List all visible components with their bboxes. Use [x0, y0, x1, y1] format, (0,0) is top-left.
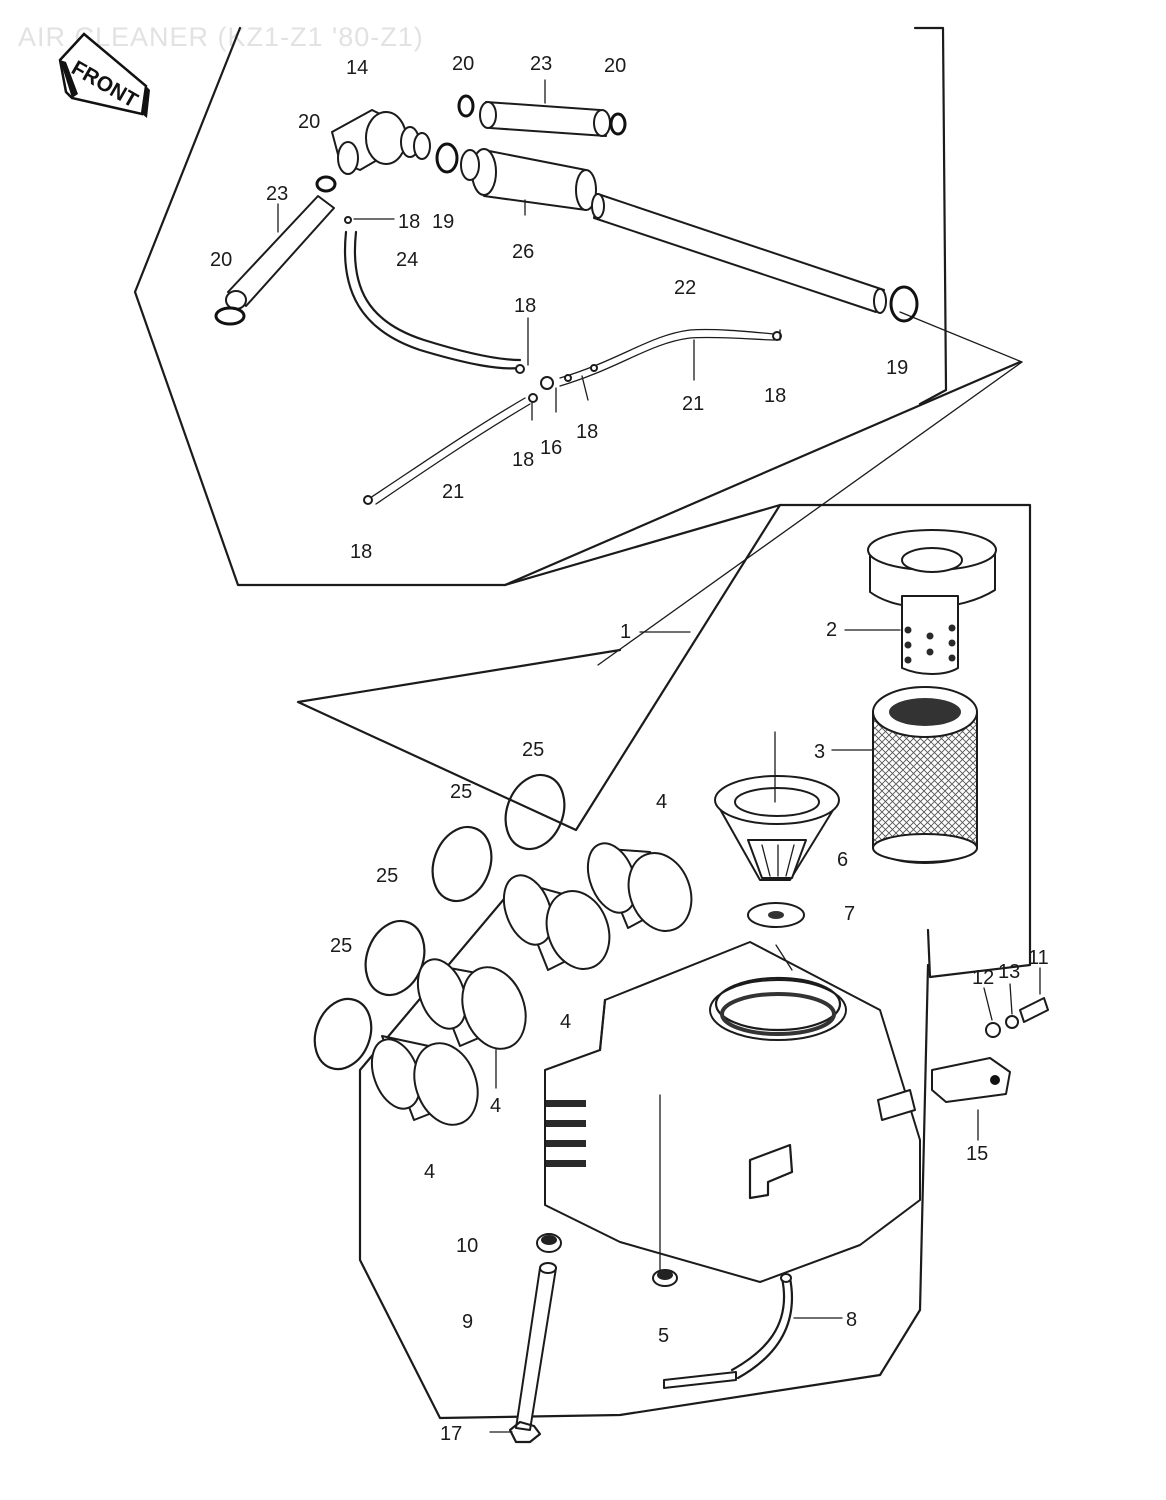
callout-1: 1 [620, 621, 631, 643]
callout-10: 10 [456, 1235, 478, 1257]
breather-hoses [214, 79, 919, 505]
callout-18: 18 [350, 541, 372, 563]
callout-16: 16 [540, 437, 562, 459]
callout-25: 25 [376, 865, 398, 887]
callout-18: 18 [512, 449, 534, 471]
callout-4: 4 [424, 1161, 435, 1183]
drain-parts [489, 1233, 843, 1444]
callout-20: 20 [210, 249, 232, 271]
callout-5: 5 [658, 1325, 669, 1347]
upper-group-divider [503, 360, 1022, 587]
mounting-bracket [931, 967, 1049, 1141]
callout-20: 20 [452, 53, 474, 75]
callout-26: 26 [512, 241, 534, 263]
callout-19: 19 [432, 211, 454, 233]
callout-2: 2 [826, 619, 837, 641]
callout-17: 17 [440, 1423, 462, 1445]
callout-4: 4 [560, 1011, 571, 1033]
callout-21: 21 [682, 393, 704, 415]
callout-24: 24 [396, 249, 418, 271]
callout-8: 8 [846, 1309, 857, 1331]
callout-21: 21 [442, 481, 464, 503]
cleaner-cap-part [867, 529, 997, 675]
callout-20: 20 [298, 111, 320, 133]
callout-4: 4 [490, 1095, 501, 1117]
callout-20: 20 [604, 55, 626, 77]
callout-7: 7 [844, 903, 855, 925]
callout-13: 13 [998, 961, 1020, 983]
callout-15: 15 [966, 1143, 988, 1165]
callout-9: 9 [462, 1311, 473, 1333]
callout-leaders [639, 629, 901, 751]
filter-element-part [872, 686, 978, 864]
front-arrow-icon: FRONT [58, 32, 150, 118]
callout-14: 14 [346, 57, 368, 79]
callout-18: 18 [576, 421, 598, 443]
callout-23: 23 [530, 53, 552, 75]
carb-holders [370, 842, 693, 1126]
callout-11: 11 [1028, 947, 1049, 969]
callout-22: 22 [674, 277, 696, 299]
callout-19: 19 [886, 357, 908, 379]
lower-group-guide [296, 503, 782, 832]
callout-4: 4 [656, 791, 667, 813]
callout-18: 18 [398, 211, 420, 233]
callout-18: 18 [514, 295, 536, 317]
callout-6: 6 [837, 849, 848, 871]
callout-labels: 14 20 23 20 20 23 20 18 19 24 26 22 18 1… [210, 53, 1049, 1445]
air-cleaner-housing [544, 941, 921, 1283]
callout-18: 18 [764, 385, 786, 407]
callout-3: 3 [814, 741, 825, 763]
callout-25: 25 [450, 781, 472, 803]
funnel-part [714, 731, 840, 928]
callout-25: 25 [522, 739, 544, 761]
callout-25: 25 [330, 935, 352, 957]
callout-12: 12 [972, 967, 994, 989]
callout-23: 23 [266, 183, 288, 205]
